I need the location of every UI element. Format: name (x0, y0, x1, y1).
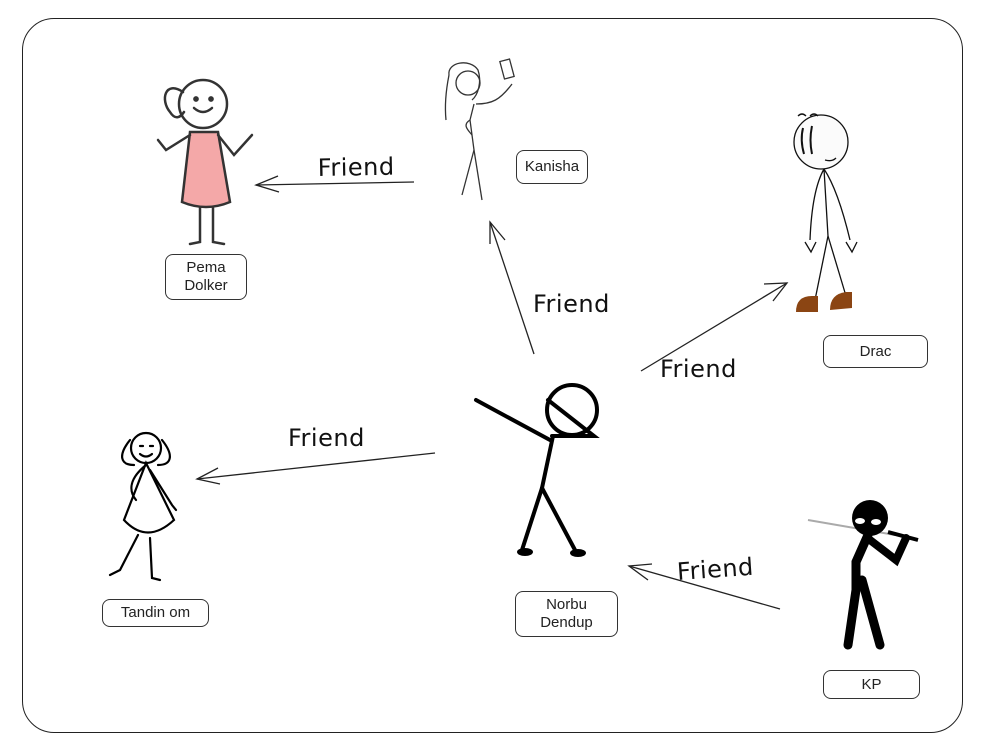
edge-label-kp-norbu: Friend (676, 552, 755, 586)
node-label-norbu-dendup[interactable]: Norbu Dendup (515, 591, 618, 637)
diagram-frame (22, 18, 963, 733)
edge-label-norbu-tandin: Friend (288, 424, 365, 452)
tandin-om-figure (108, 431, 178, 582)
edge-norbu-drac (640, 282, 789, 372)
edge-label-norbu-drac: Friend (660, 355, 737, 383)
edge-norbu-tandin (195, 452, 436, 485)
pema-dolker-figure (156, 78, 254, 246)
kanisha-figure (444, 58, 515, 201)
norbu-dendup-figure (474, 383, 600, 552)
node-label-drac[interactable]: Drac (823, 335, 928, 368)
node-label-tandin-om[interactable]: Tandin om (102, 599, 209, 627)
drac-figure (793, 113, 858, 301)
norbu-right-foot (570, 549, 586, 557)
node-label-kp[interactable]: KP (823, 670, 920, 699)
edge-norbu-kanisha (489, 220, 535, 355)
node-label-pema-dolker[interactable]: Pema Dolker (165, 254, 247, 300)
edge-kanisha-pema (254, 175, 415, 193)
node-label-kanisha[interactable]: Kanisha (516, 150, 588, 184)
edge-kp-norbu (627, 563, 781, 610)
edge-label-norbu-kanisha: Friend (533, 290, 610, 318)
edge-label-kanisha-pema: Friend (317, 152, 395, 182)
kp-figure (807, 500, 919, 650)
drac-left-shoe (796, 296, 818, 312)
norbu-left-foot (517, 548, 533, 556)
drac-right-shoe (830, 292, 852, 310)
